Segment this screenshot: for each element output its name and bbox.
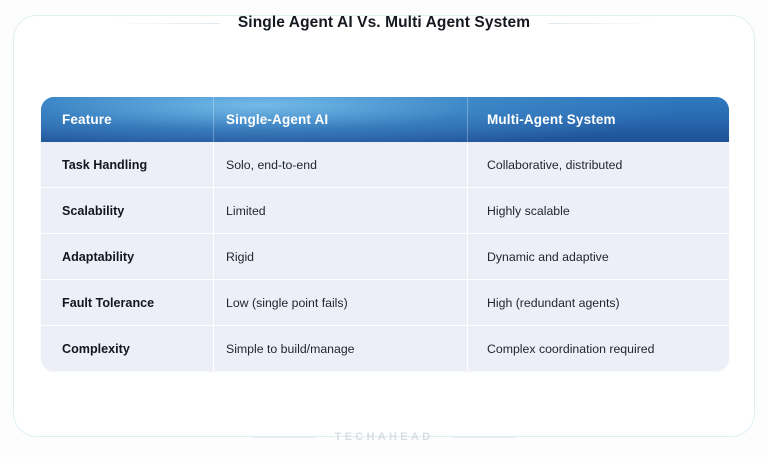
cell-multi-agent: Complex coordination required (467, 326, 729, 371)
cell-feature: Scalability (62, 203, 125, 218)
cell-multi-agent: Collaborative, distributed (467, 142, 729, 187)
footer-rule-right (453, 436, 516, 438)
column-header-feature: Feature (62, 112, 112, 127)
title-bar: Single Agent AI Vs. Multi Agent System (0, 8, 768, 38)
cell-single-agent: Limited (213, 188, 467, 233)
table-row: Complexity Simple to build/manage Comple… (41, 325, 729, 371)
table-row: Task Handling Solo, end-to-end Collabora… (41, 142, 729, 187)
cell-feature: Fault Tolerance (62, 295, 155, 310)
comparison-table: Feature Single-Agent AI Multi-Agent Syst… (41, 97, 729, 371)
table-row: Scalability Limited Highly scalable (41, 187, 729, 233)
brand-wordmark: TECHAHEAD (334, 431, 434, 443)
cell-multi-agent: Highly scalable (467, 188, 729, 233)
footer-rule-left (252, 436, 315, 438)
title-rule-left (109, 22, 220, 24)
cell-feature: Adaptability (62, 249, 135, 264)
cell-multi-agent: Dynamic and adaptive (467, 234, 729, 279)
footer-brand-bar: TECHAHEAD (0, 425, 768, 449)
cell-feature: Task Handling (62, 157, 148, 172)
table-header-row: Feature Single-Agent AI Multi-Agent Syst… (41, 97, 729, 142)
table-row: Fault Tolerance Low (single point fails)… (41, 279, 729, 325)
page-title: Single Agent AI Vs. Multi Agent System (237, 14, 531, 31)
table-row: Adaptability Rigid Dynamic and adaptive (41, 233, 729, 279)
cell-single-agent: Rigid (213, 234, 467, 279)
cell-single-agent: Simple to build/manage (213, 326, 467, 371)
cell-multi-agent: High (redundant agents) (467, 280, 729, 325)
title-rule-right (548, 22, 659, 24)
cell-single-agent: Solo, end-to-end (213, 142, 467, 187)
cell-single-agent: Low (single point fails) (213, 280, 467, 325)
cell-feature: Complexity (62, 341, 130, 356)
column-header-single-agent: Single-Agent AI (213, 97, 467, 142)
column-header-multi-agent: Multi-Agent System (467, 97, 729, 142)
